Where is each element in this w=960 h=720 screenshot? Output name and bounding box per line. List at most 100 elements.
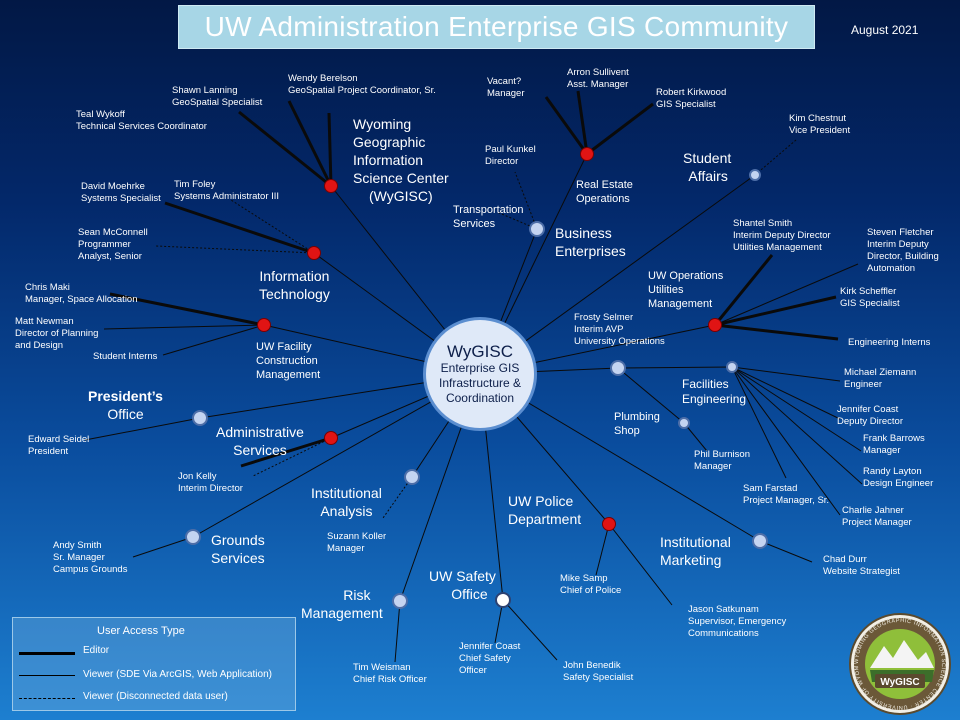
person-title: Safety Specialist [563,672,634,683]
dept-label: Analysis [320,503,373,519]
dept-label: Administrative [216,424,304,440]
person-matt-newman: Matt Newman Director of Planning and Des… [15,316,98,352]
hub-line-2: Enterprise GIS [440,361,520,375]
person-name: Edward Seidel [28,434,90,445]
dept-plumbing-shop: Plumbing Shop [614,410,660,438]
person-title: Programmer [78,239,131,250]
person-robert-kirkwood: Robert Kirkwood GIS Specialist [656,87,726,111]
person-title: Systems Specialist [81,193,161,204]
person-name: Arron Sullivent [567,67,629,78]
person-chris-maki: Chris Maki Manager, Space Allocation [25,282,138,306]
dept-label: Services [233,442,287,458]
hub-line-3: Infrastructure & [438,376,522,390]
person-title: Project Manager [842,517,912,528]
person-title: Systems Administrator III [174,191,280,202]
person-tim-foley: Tim Foley Systems Administrator III [174,179,279,203]
hub-line-4: Coordination [445,391,515,405]
node-plumbing-shop [678,417,690,429]
dept-label: Office [107,406,144,422]
dept-label: UW Safety [429,568,496,584]
person-sam-farstad: Sam Farstad Project Manager, Sr. [743,483,829,507]
dept-administrative-services: Administrative Services [216,423,304,459]
person-randy-layton: Randy Layton Design Engineer [863,466,933,490]
person-name: Matt Newman [15,316,74,327]
dept-label: UW Facility [256,341,312,353]
dept-grounds-services: Grounds Services [211,531,265,567]
dept-wygisc: Wyoming Geographic Information Science C… [353,115,449,205]
person-name: Wendy Berelson [288,73,358,84]
page-title: UW Administration Enterprise GIS Communi… [204,11,789,42]
person-title: Manager [863,445,901,456]
node-facility-construction [257,318,271,332]
person-name: Andy Smith [53,540,102,551]
dept-label: Grounds [211,532,265,548]
person-name: Sean McConnell [78,227,148,238]
node-risk-management [392,593,408,609]
person-title: Asst. Manager [567,79,629,90]
person-name: Phil Burnison [694,449,750,460]
dept-label: Facilities [682,377,729,391]
wygisc-logo: WYOMING GEOGRAPHIC INFORMATION SCIENCE C… [848,612,951,715]
person-title: and Design [15,340,64,351]
person-name: Tim Weisman [353,662,411,673]
person-name: Steven Fletcher [867,227,934,238]
dept-label: Institutional [311,485,382,501]
person-title: Project Manager, Sr. [743,495,830,506]
dept-label: President’s [88,388,163,404]
dept-label: Department [508,511,582,527]
dept-label: Technology [259,286,330,302]
dept-label: Wyoming [353,116,412,132]
person-name: David Moehrke [81,181,145,192]
dept-label: Geographic [353,134,426,150]
person-name: Michael Ziemann [844,367,917,378]
node-university-operations [610,360,626,376]
person-title: Director of Planning [15,328,99,339]
person-title: Chief Risk Officer [353,674,427,685]
person-title: Interim Director [178,483,243,494]
person-name: Jennifer Coast [459,641,521,652]
person-paul-kunkel: Paul Kunkel Director [485,144,536,168]
dept-label: UW Operations [648,270,724,282]
person-shantel-smith: Shantel Smith Interim Deputy Director Ut… [733,218,831,254]
person-name: Paul Kunkel [485,144,536,155]
dept-label: Construction [256,355,318,367]
node-administrative-services [324,431,338,445]
person-title: Design Engineer [863,478,934,489]
legend-viewer-line [19,675,75,676]
person-title: Analyst, Senior [78,251,142,262]
node-student-affairs [749,169,761,181]
person-name: Sam Farstad [743,483,798,494]
person-title: Sr. Manager [53,552,105,563]
person-title: GIS Specialist [840,298,900,309]
person-sean-mcconnell: Sean McConnell Programmer Analyst, Senio… [78,227,148,263]
legend-editor-line [19,652,75,655]
node-facilities-engineering [726,361,738,373]
person-michael-ziemann: Michael Ziemann Engineer [844,367,916,391]
person-title: Communications [688,628,759,639]
person-phil-burnison: Phil Burnison Manager [694,449,750,473]
dept-institutional-analysis: Institutional Analysis [311,484,382,520]
dept-presidents-office: President’s Office [88,387,163,423]
person-name: Frank Barrows [863,433,925,444]
person-title: Utilities Management [733,242,822,253]
dept-student-affairs: Student Affairs [683,149,731,185]
person-name: Chad Durr [823,554,867,565]
person-edward-seidel: Edward Seidel President [28,434,89,458]
dept-label: Science Center [353,170,449,186]
person-title: Website Strategist [823,566,900,577]
person-title: President [28,446,69,457]
person-title: Vice President [789,125,851,136]
person-name: Frosty Selmer [574,312,634,323]
person-title: University Operations [574,336,665,347]
person-title: Supervisor, Emergency [688,616,787,627]
dept-label: Management [648,298,713,310]
dept-label: Management [256,369,321,381]
node-real-estate [580,147,594,161]
person-charlie-jahner: Charlie Jahner Project Manager [842,505,912,529]
dept-business-enterprises: Business Enterprises [555,224,626,260]
person-title: Campus Grounds [53,564,128,575]
dept-information-technology: Information Technology [259,267,330,303]
person-title: Technical Services Coordinator [76,121,207,132]
person-david-moehrke: David Moehrke Systems Specialist [81,181,161,205]
dept-label: Risk [343,587,371,603]
